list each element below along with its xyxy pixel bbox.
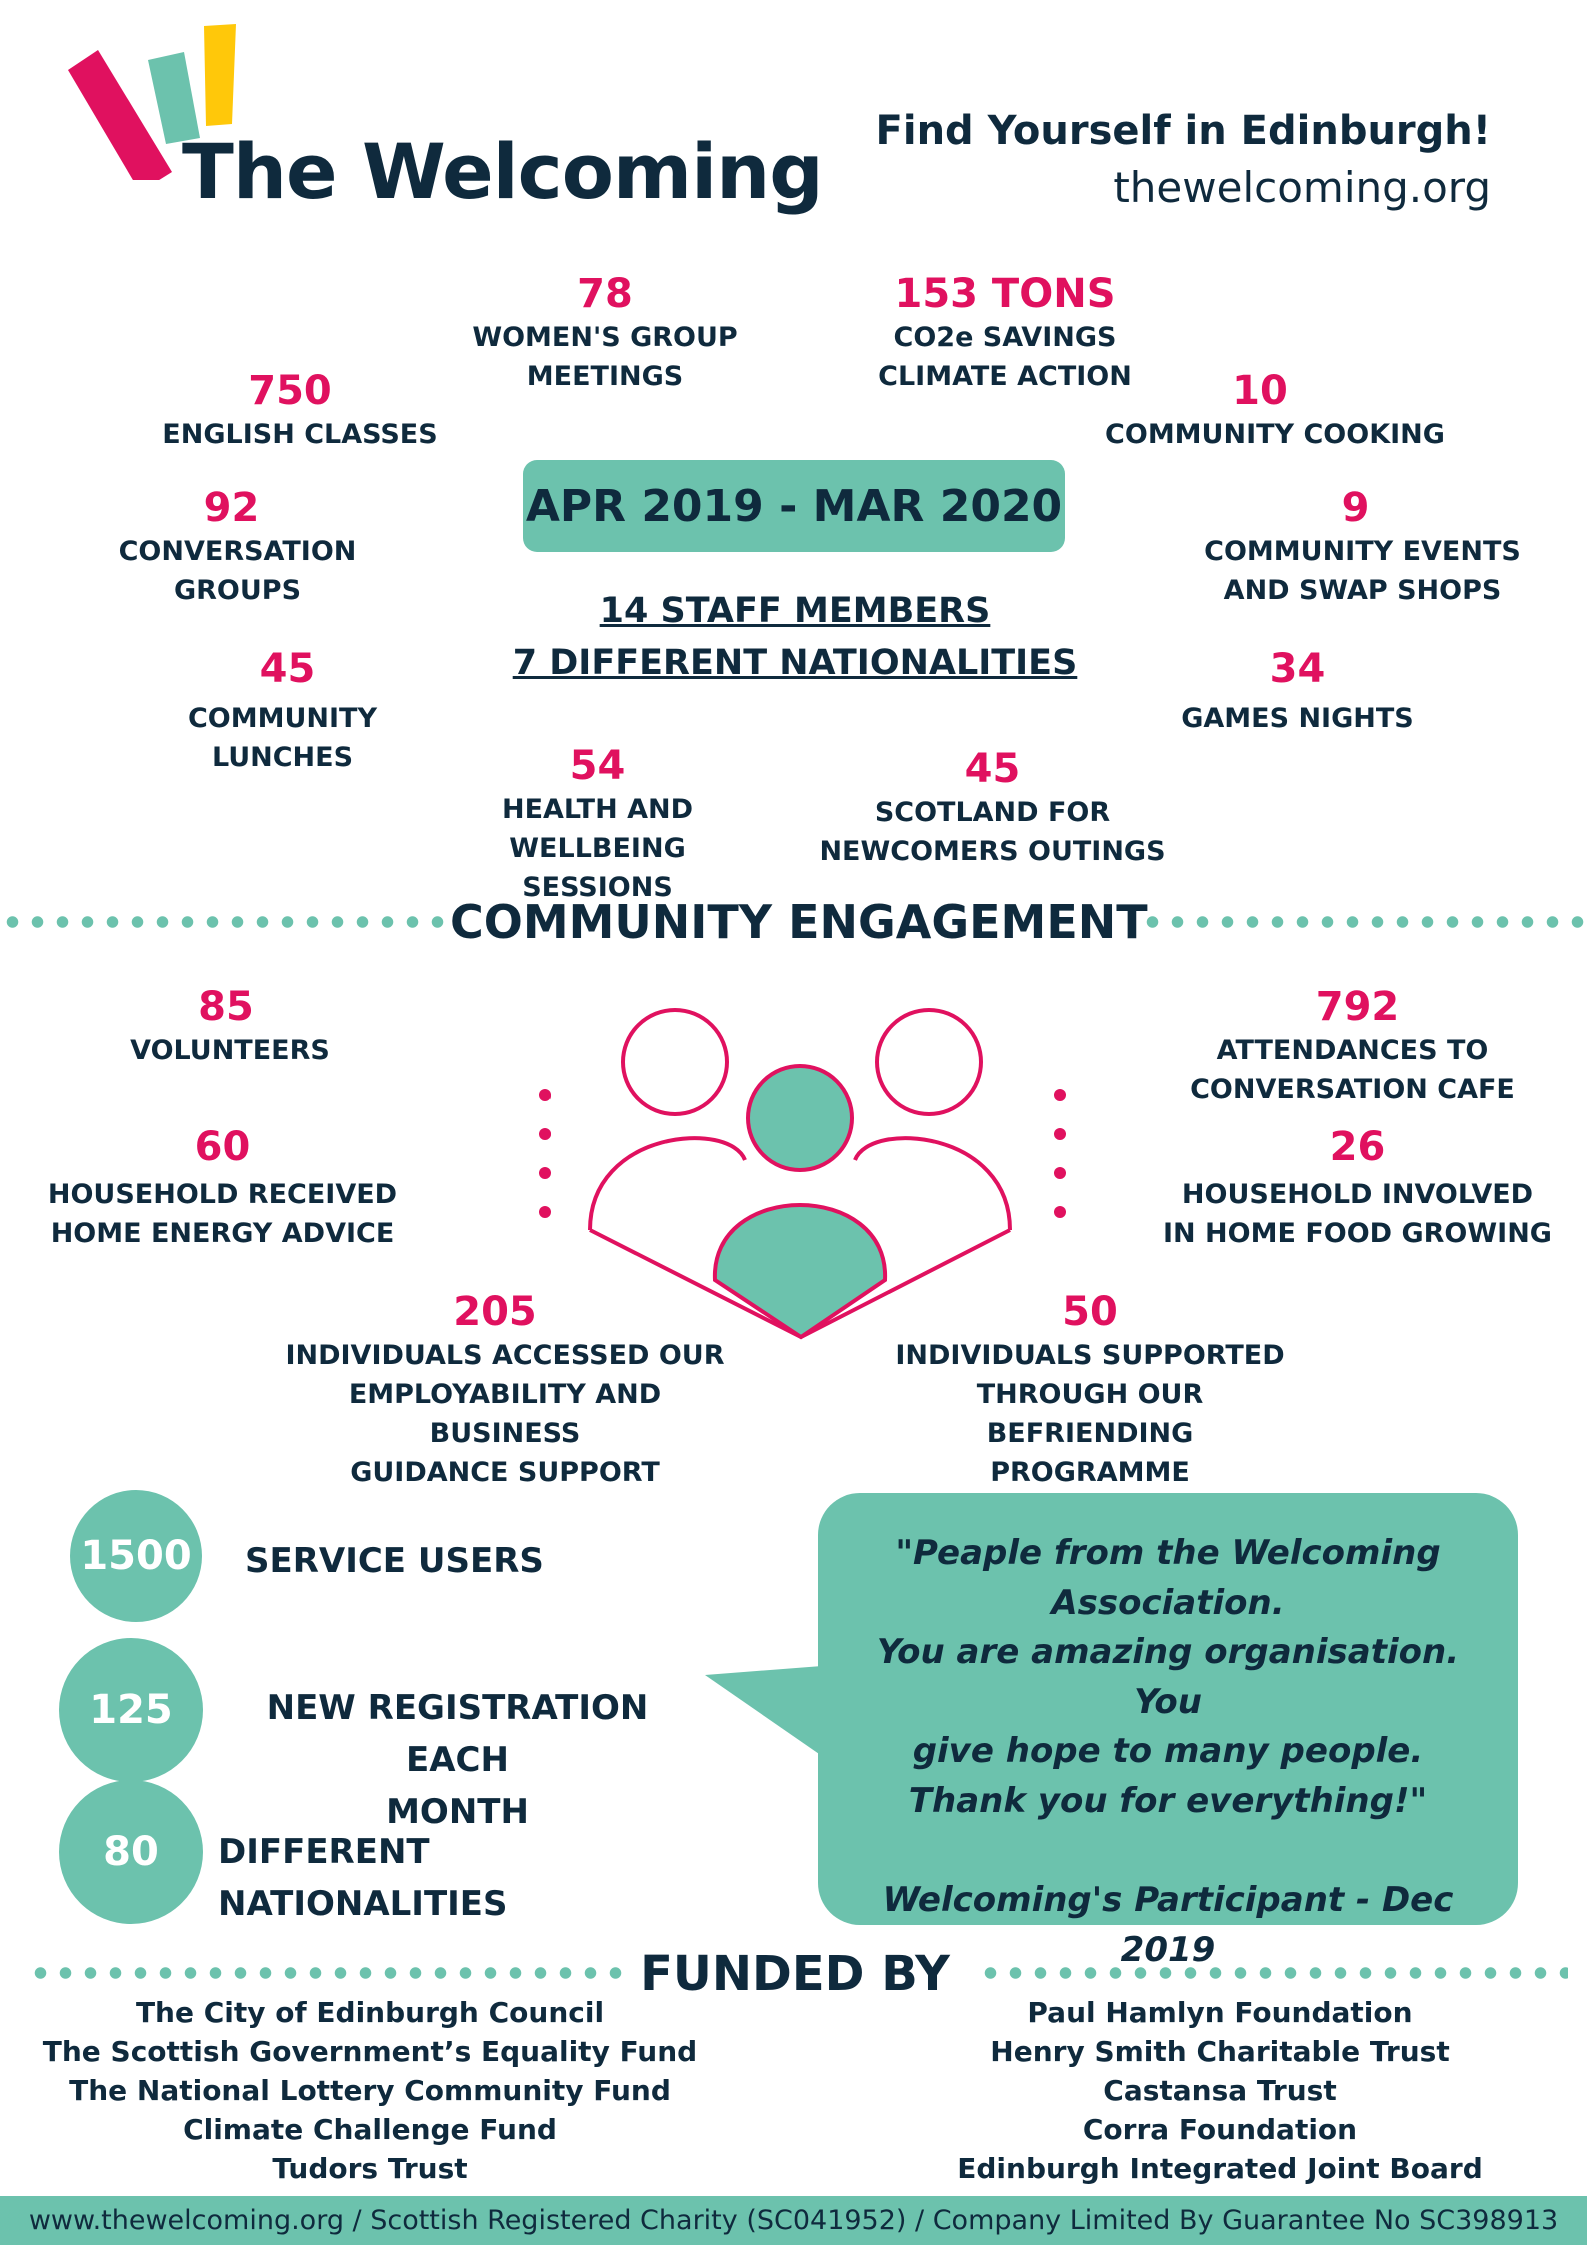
stat-label: COMMUNITY LUNCHES	[187, 703, 378, 773]
funder-item: The City of Edinburgh Council	[135, 1996, 605, 2029]
funder-item: Henry Smith Charitable Trust	[990, 2035, 1450, 2068]
divider-dots-left	[28, 1966, 628, 1980]
funders-left: The City of Edinburgh Council The Scotti…	[40, 1993, 700, 2188]
stat-conversation-cafe: 792 ATTENDANCES TO CONVERSATION CAFE	[1175, 983, 1530, 1109]
stat-number: 10	[1232, 368, 1288, 414]
stat-number: 60	[194, 1124, 251, 1170]
dots-vertical-right	[1053, 1088, 1067, 1228]
stat-label: COMMUNITY COOKING	[1105, 419, 1445, 450]
stat-employability: 205 INDIVIDUALS ACCESSED OUR EMPLOYABILI…	[275, 1288, 735, 1492]
testimonial-bubble: "Peaple from the Welcoming Association. …	[818, 1493, 1518, 1970]
nationalities-circle: 80	[59, 1780, 203, 1924]
funder-item: Castansa Trust	[1103, 2074, 1337, 2107]
period-badge: APR 2019 - MAR 2020	[523, 460, 1065, 552]
stat-number: 85	[198, 984, 254, 1030]
staff-nationalities: 7 DIFFERENT NATIONALITIES	[512, 643, 1078, 683]
stat-volunteers: 85 VOLUNTEERS	[100, 983, 360, 1070]
nationalities-label: DIFFERENT NATIONALITIES	[218, 1832, 508, 1924]
period-text: APR 2019 - MAR 2020	[525, 480, 1063, 532]
stat-befriending: 50 INDIVIDUALS SUPPORTED THROUGH OUR BEF…	[870, 1288, 1310, 1492]
stat-label: HOUSEHOLD INVOLVED IN HOME FOOD GROWING	[1163, 1179, 1552, 1249]
funder-item: Tudors Trust	[272, 2152, 468, 2185]
logo-mark-icon	[68, 24, 236, 180]
stat-number: 78	[577, 271, 633, 317]
stat-number: 792	[1315, 984, 1400, 1030]
stat-number: 9	[1341, 485, 1370, 531]
funder-item: Edinburgh Integrated Joint Board	[957, 2152, 1483, 2185]
stat-label: HEALTH AND WELLBEING SESSIONS	[502, 794, 693, 903]
stat-number: 45	[259, 646, 316, 692]
stat-games-nights: 34 GAMES NIGHTS	[1160, 645, 1435, 738]
speech-pointer-icon	[705, 1665, 835, 1765]
funded-title: FUNDED BY	[640, 1946, 950, 2002]
divider-dots-left	[0, 915, 450, 929]
new-registrations-label: NEW REGISTRATION EACH MONTH	[266, 1688, 649, 1832]
stat-health-wellbeing: 54 HEALTH AND WELLBEING SESSIONS	[415, 742, 780, 907]
engagement-title: COMMUNITY ENGAGEMENT	[450, 895, 1148, 949]
stat-number: 54	[569, 743, 626, 789]
stat-number: 45	[964, 746, 1021, 792]
stat-scotland-outings: 45 SCOTLAND FOR NEWCOMERS OUTINGS	[815, 745, 1170, 871]
people-group-icon	[550, 1008, 1012, 1340]
stat-label: WOMEN'S GROUP MEETINGS	[472, 322, 738, 392]
stat-community-cooking: 10 COMMUNITY COOKING	[1105, 367, 1445, 454]
funder-item: The Scottish Government’s Equality Fund	[42, 2035, 698, 2068]
stat-number: 34	[1269, 646, 1326, 692]
funders-right: Paul Hamlyn Foundation Henry Smith Chari…	[900, 1993, 1540, 2188]
service-users-label: SERVICE USERS	[245, 1541, 544, 1581]
stat-number: 26	[1329, 1124, 1386, 1170]
stat-label: ENGLISH CLASSES	[162, 419, 438, 450]
testimonial-quote: "Peaple from the Welcoming Association. …	[876, 1533, 1460, 1821]
stat-number: 92	[203, 485, 260, 531]
stat-english-classes: 750 ENGLISH CLASSES	[150, 367, 450, 454]
stat-number: 205	[453, 1289, 537, 1335]
footer-text: www.thewelcoming.org / Scottish Register…	[28, 2205, 1559, 2236]
divider-dots-right	[1140, 915, 1587, 929]
stat-number: 50	[1062, 1289, 1118, 1335]
dots-vertical-left	[538, 1088, 552, 1228]
stat-label: COMMUNITY EVENTS AND SWAP SHOPS	[1204, 536, 1521, 606]
stat-community-lunches: 45 COMMUNITY LUNCHES	[115, 645, 450, 777]
testimonial-attribution: Welcoming's Participant - Dec 2019	[882, 1880, 1454, 1970]
stat-conversation-groups: 92 CONVERSATION GROUPS	[100, 484, 375, 610]
stat-label: VOLUNTEERS	[130, 1035, 330, 1066]
divider-dots-right	[978, 1966, 1568, 1980]
funder-item: The National Lottery Community Fund	[69, 2074, 671, 2107]
website-link[interactable]: thewelcoming.org	[1113, 163, 1491, 212]
stat-number: 153 TONS	[894, 271, 1116, 317]
service-users-circle: 1500	[70, 1490, 202, 1622]
stat-home-energy: 60 HOUSEHOLD RECEIVED HOME ENERGY ADVICE	[40, 1123, 405, 1253]
stat-label: GAMES NIGHTS	[1181, 703, 1414, 734]
stat-number: 750	[248, 368, 332, 414]
funder-item: Climate Challenge Fund	[183, 2113, 557, 2146]
stat-label: SCOTLAND FOR NEWCOMERS OUTINGS	[819, 797, 1166, 867]
stat-community-events: 9 COMMUNITY EVENTS AND SWAP SHOPS	[1200, 484, 1525, 610]
stat-womens-group: 78 WOMEN'S GROUP MEETINGS	[460, 270, 750, 396]
staff-members: 14 STAFF MEMBERS	[599, 591, 991, 631]
stat-label: INDIVIDUALS SUPPORTED THROUGH OUR BEFRIE…	[895, 1340, 1285, 1488]
stat-label: CONVERSATION GROUPS	[118, 536, 357, 606]
brand-name: The Welcoming	[182, 127, 824, 216]
stat-label: CO2e SAVINGS CLIMATE ACTION	[878, 322, 1132, 392]
stat-label: ATTENDANCES TO CONVERSATION CAFE	[1190, 1035, 1515, 1105]
stat-food-growing: 26 HOUSEHOLD INVOLVED IN HOME FOOD GROWI…	[1155, 1123, 1560, 1253]
funder-item: Corra Foundation	[1082, 2113, 1358, 2146]
stat-co2-savings: 153 TONS CO2e SAVINGS CLIMATE ACTION	[860, 270, 1150, 396]
funder-item: Paul Hamlyn Foundation	[1027, 1996, 1413, 2029]
tagline: Find Yourself in Edinburgh!	[875, 108, 1491, 154]
staff-summary: 14 STAFF MEMBERS 7 DIFFERENT NATIONALITI…	[445, 585, 1145, 689]
stat-label: INDIVIDUALS ACCESSED OUR EMPLOYABILITY A…	[285, 1340, 725, 1488]
logo: The Welcoming	[60, 20, 824, 220]
new-registrations-circle: 125	[59, 1638, 203, 1782]
footer-bar: www.thewelcoming.org / Scottish Register…	[0, 2196, 1587, 2245]
stat-label: HOUSEHOLD RECEIVED HOME ENERGY ADVICE	[47, 1179, 398, 1249]
